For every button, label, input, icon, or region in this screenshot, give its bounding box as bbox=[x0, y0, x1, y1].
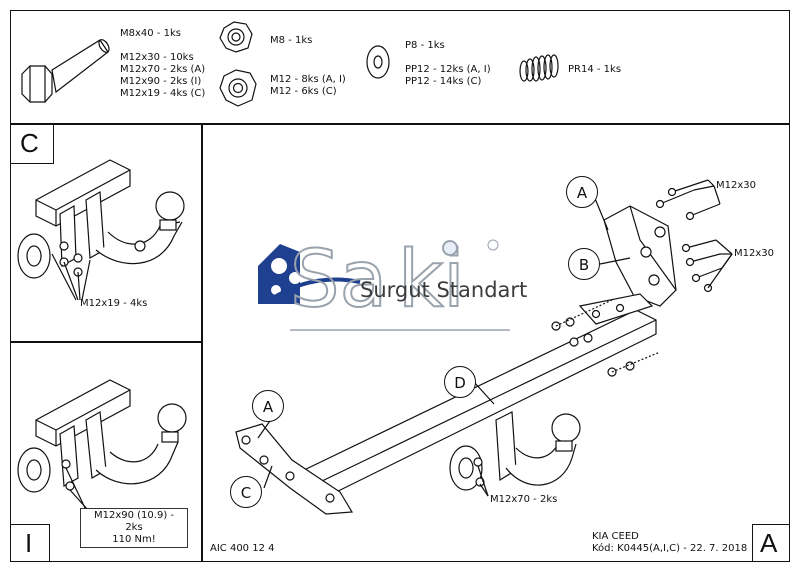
nut-small-icon bbox=[219, 21, 253, 53]
bolt-spec-m12x19: M12x19 - 4ks (C) bbox=[120, 88, 206, 99]
panel-i-bolt-label: M12x90 (10.9) - 2ks 110 Nm! bbox=[80, 508, 188, 548]
parts-legend-frame bbox=[10, 10, 790, 124]
watermark-logo-icon: Sa ki bbox=[258, 234, 510, 331]
balloon-a-top: A bbox=[566, 176, 598, 208]
svg-text:Sa: Sa bbox=[290, 235, 387, 325]
nut-large-spec-2: M12 - 6ks (C) bbox=[270, 86, 337, 97]
washer-large-spec-2: PP12 - 14ks (C) bbox=[405, 76, 482, 87]
washer-small-spec: P8 - 1ks bbox=[405, 40, 445, 51]
panel-i-bolt-label-line1: M12x90 (10.9) - 2ks bbox=[93, 510, 175, 533]
panel-i-letter: I bbox=[25, 528, 33, 558]
panel-i-frame bbox=[10, 342, 202, 562]
main-towbar-assembly-icon bbox=[235, 179, 733, 515]
panel-i-towbar-icon bbox=[17, 379, 187, 511]
panel-c-towbar-icon bbox=[17, 159, 185, 301]
watermark-text: Surgut Standart bbox=[360, 278, 528, 302]
spring-icon bbox=[519, 54, 559, 82]
balloon-d: D bbox=[444, 366, 476, 398]
panel-c-bolt-label: M12x19 - 4ks bbox=[80, 298, 148, 309]
bolt-spec-m12x30: M12x30 - 10ks bbox=[120, 52, 194, 63]
bolt-spec-m12x90: M12x90 - 2ks (I) bbox=[120, 76, 202, 87]
washer-icon bbox=[366, 45, 390, 79]
part-number: AIC 400 12 4 bbox=[210, 543, 275, 554]
vehicle-model: KIA CEED bbox=[592, 531, 639, 542]
bolt-spec-m12x70: M12x70 - 2ks (A) bbox=[120, 64, 206, 75]
m12x30-top-label: M12x30 bbox=[716, 180, 756, 191]
bolt-icon bbox=[21, 39, 110, 103]
main-letter: A bbox=[760, 528, 778, 558]
washer-large-spec-1: PP12 - 12ks (A, I) bbox=[405, 64, 491, 75]
balloon-b: B bbox=[568, 248, 600, 280]
balloon-a-left: A bbox=[252, 390, 284, 422]
m12x30-mid-label: M12x30 bbox=[734, 248, 774, 259]
panel-c-frame bbox=[10, 124, 202, 342]
bolt-spec-m8x40: M8x40 - 1ks bbox=[120, 28, 181, 39]
corner-box-i bbox=[10, 524, 50, 562]
main-assembly-frame bbox=[202, 124, 790, 562]
spring-spec: PR14 - 1ks bbox=[568, 64, 622, 75]
panel-i-torque-label: 110 Nm! bbox=[112, 534, 156, 545]
balloon-c-left: C bbox=[230, 476, 262, 508]
nut-large-spec-1: M12 - 8ks (A, I) bbox=[270, 74, 346, 85]
m12x70-label: M12x70 - 2ks bbox=[490, 494, 558, 505]
nut-large-icon bbox=[219, 69, 257, 107]
nut-small-spec: M8 - 1ks bbox=[270, 35, 313, 46]
drawing-code: Kód: K0445(A,I,C) - 22. 7. 2018 bbox=[592, 543, 748, 554]
panel-c-letter: C bbox=[20, 128, 39, 158]
corner-box-c bbox=[10, 124, 54, 164]
corner-box-a bbox=[752, 524, 790, 562]
